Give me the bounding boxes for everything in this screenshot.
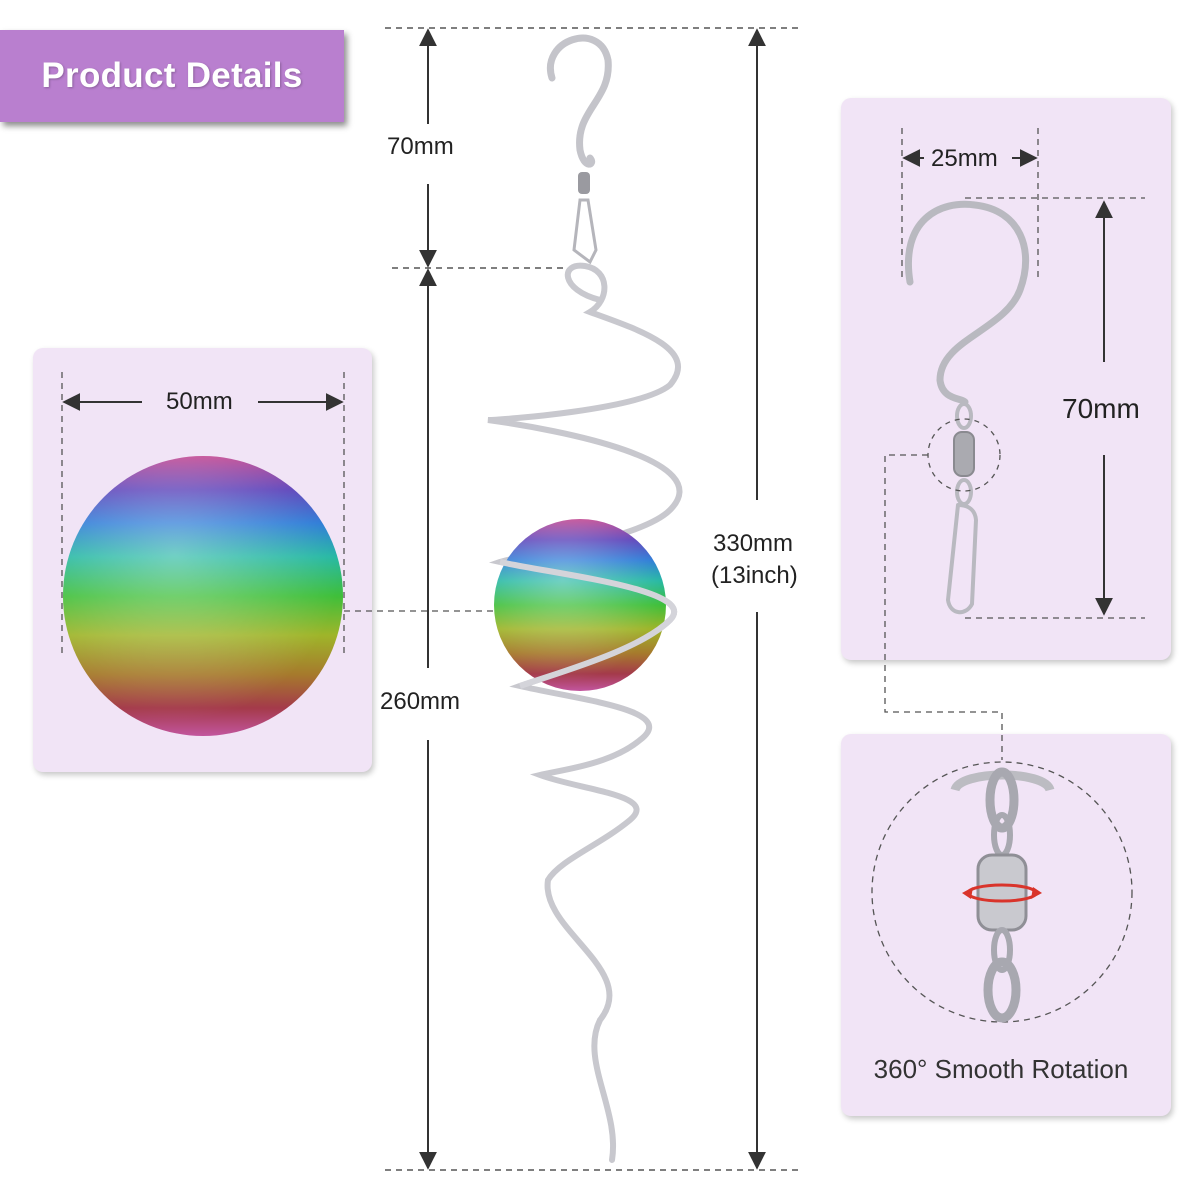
rotation-feature-label: 360° Smooth Rotation [873, 1054, 1129, 1084]
hook-panel-height-label: 70mm [1062, 393, 1140, 424]
total-height-label: 330mm [713, 530, 794, 557]
rotation-arrow-icon [962, 883, 1042, 903]
ball-closeup-icon [63, 456, 343, 736]
hook-closeup-icon [905, 200, 1030, 615]
total-dimension-lines [385, 27, 800, 1171]
spiral-height-label: 260mm [380, 688, 461, 715]
product-details-banner: Product Details [0, 30, 344, 122]
spiral-front-wire [499, 559, 677, 689]
s-hook-icon [546, 34, 612, 168]
hook-width-label: 25mm [931, 145, 998, 172]
spiral-wire [487, 262, 683, 1163]
ball-diameter-label: 50mm [166, 388, 233, 415]
swivel-closeup-icon [950, 767, 1055, 1023]
total-height-inch-label: (13inch) [711, 562, 798, 589]
dimension-arrows [419, 28, 766, 1170]
hook-height-label: 70mm [387, 133, 454, 160]
page-title: Product Details [41, 56, 303, 95]
swivel-icon [572, 172, 598, 265]
hook-detail-panel [841, 98, 1171, 660]
